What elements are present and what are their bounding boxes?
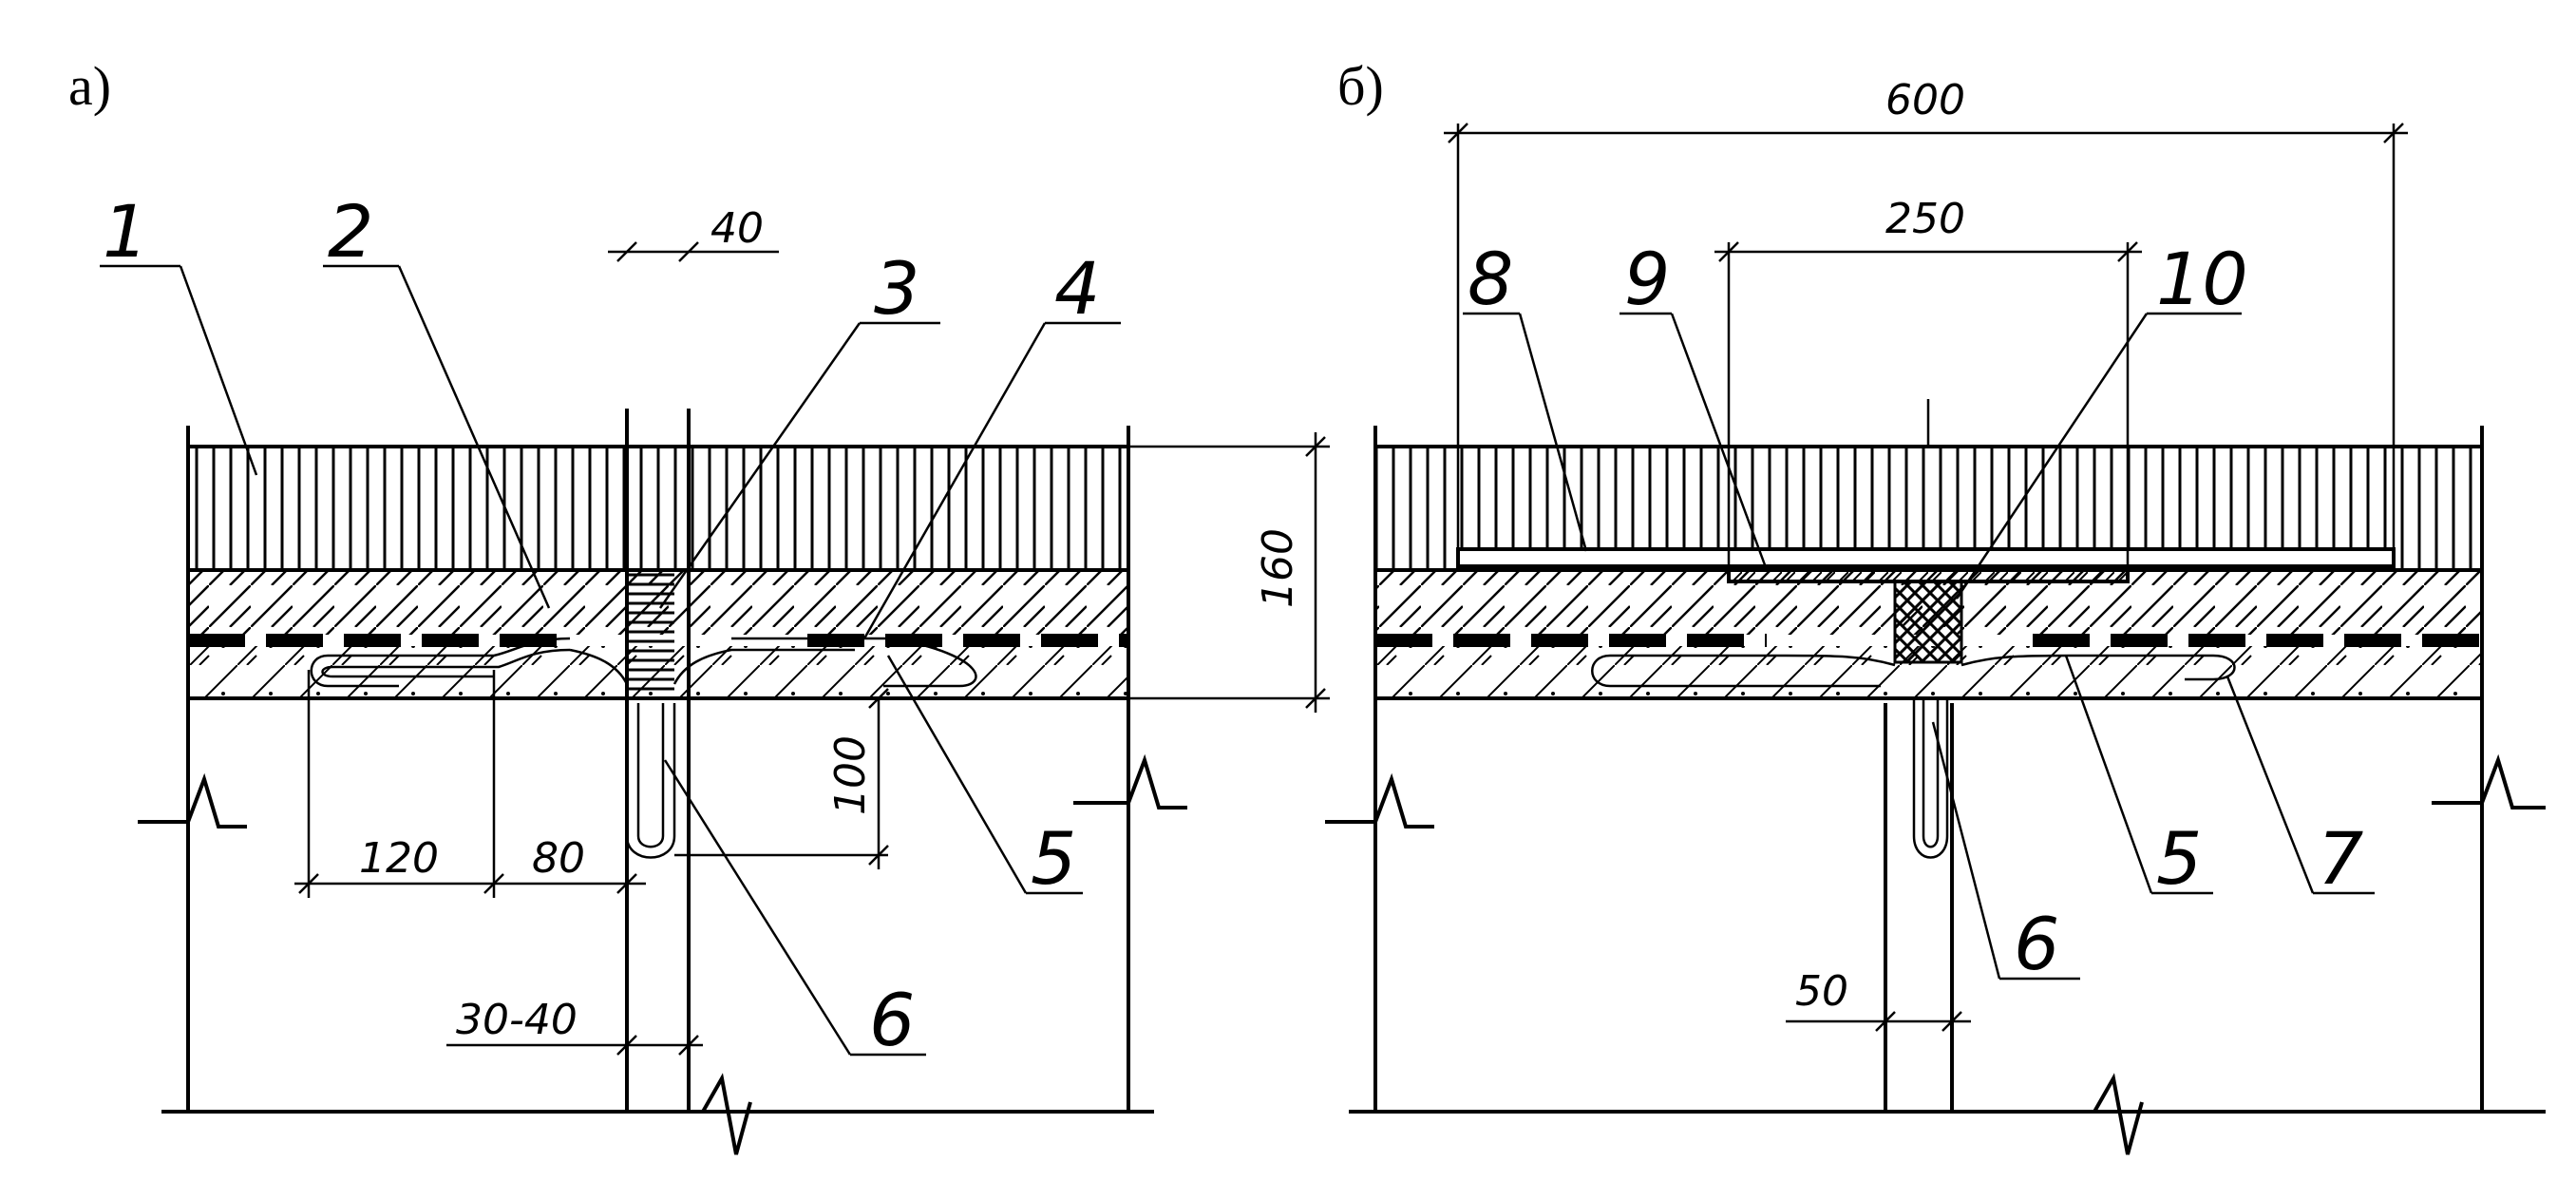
dim-40: 40 xyxy=(710,204,764,253)
dim-80: 80 xyxy=(532,834,585,883)
finish-layer-a xyxy=(188,447,1128,570)
panel-b-caption: б) xyxy=(1337,55,1384,117)
label-5: 5 xyxy=(1031,816,1076,901)
label-7: 7 xyxy=(2318,816,2363,901)
panel-b: б) xyxy=(1325,55,2546,1155)
dim-30-40: 30-40 xyxy=(456,996,578,1044)
joint-filler-b xyxy=(1893,580,1963,664)
dim-120: 120 xyxy=(359,834,439,883)
label-9: 9 xyxy=(1624,237,1670,321)
dim-160: 160 xyxy=(1254,528,1302,608)
label-4: 4 xyxy=(1054,246,1100,331)
label-6b: 6 xyxy=(2014,902,2059,986)
label-5b: 5 xyxy=(2156,816,2202,901)
dim-100: 100 xyxy=(826,735,875,815)
label-10: 10 xyxy=(2156,237,2248,321)
dim-250: 250 xyxy=(1885,195,1965,243)
label-1: 1 xyxy=(103,189,148,274)
cover-plate-8 xyxy=(1456,547,2396,568)
label-2: 2 xyxy=(328,189,373,274)
label-6: 6 xyxy=(869,978,915,1062)
label-3: 3 xyxy=(874,246,919,331)
panel-a: а) 40 xyxy=(68,55,1330,1155)
panel-a-caption: а) xyxy=(68,55,111,117)
dim-600: 600 xyxy=(1885,76,1965,124)
joint-filler-a xyxy=(627,570,674,698)
dim-50: 50 xyxy=(1795,967,1848,1016)
label-8: 8 xyxy=(1468,237,1513,321)
